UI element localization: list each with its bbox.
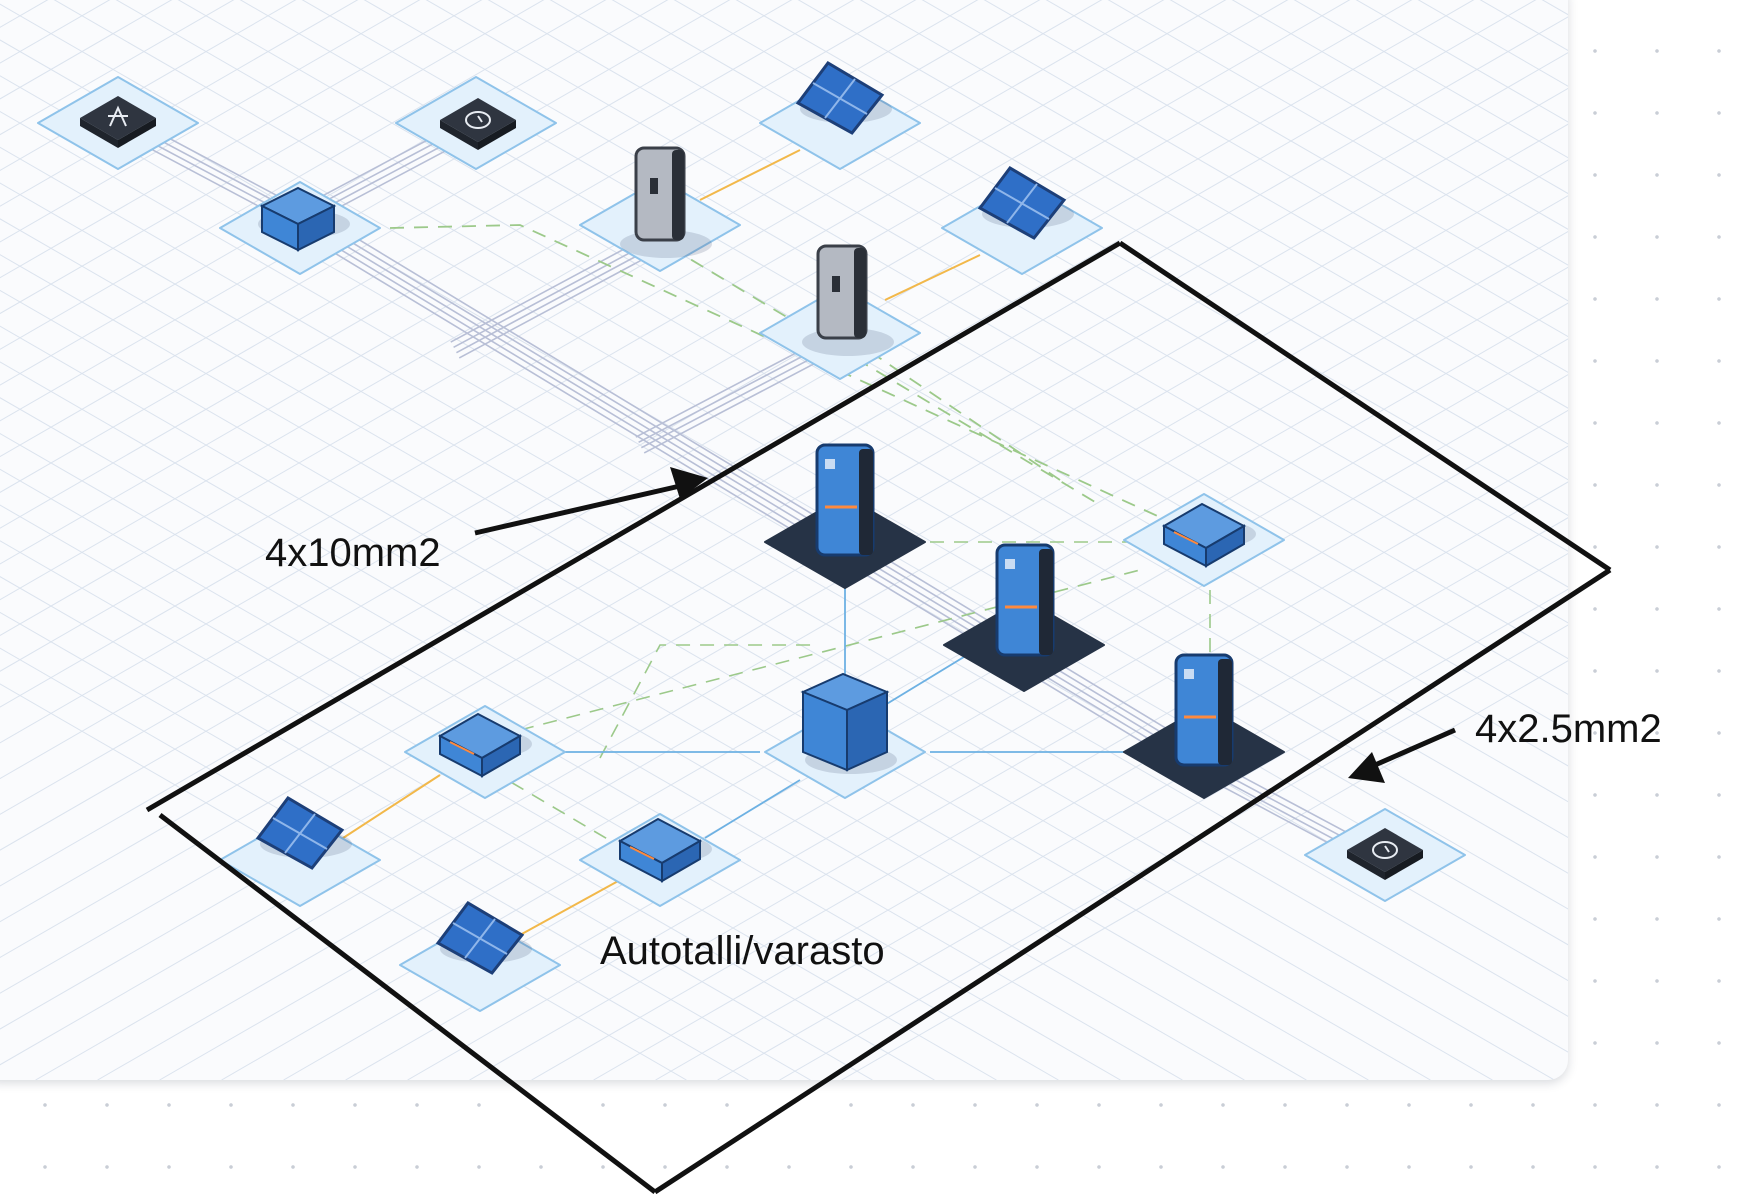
connections xyxy=(120,116,1375,936)
branch-cable-label: 4x2.5mm2 xyxy=(1475,707,1662,751)
main-cable-label: 4x10mm2 xyxy=(265,531,441,575)
markup-layer xyxy=(145,240,1612,1195)
area-label: Autotalli/varasto xyxy=(600,929,885,973)
device-nodes xyxy=(37,61,1466,1012)
